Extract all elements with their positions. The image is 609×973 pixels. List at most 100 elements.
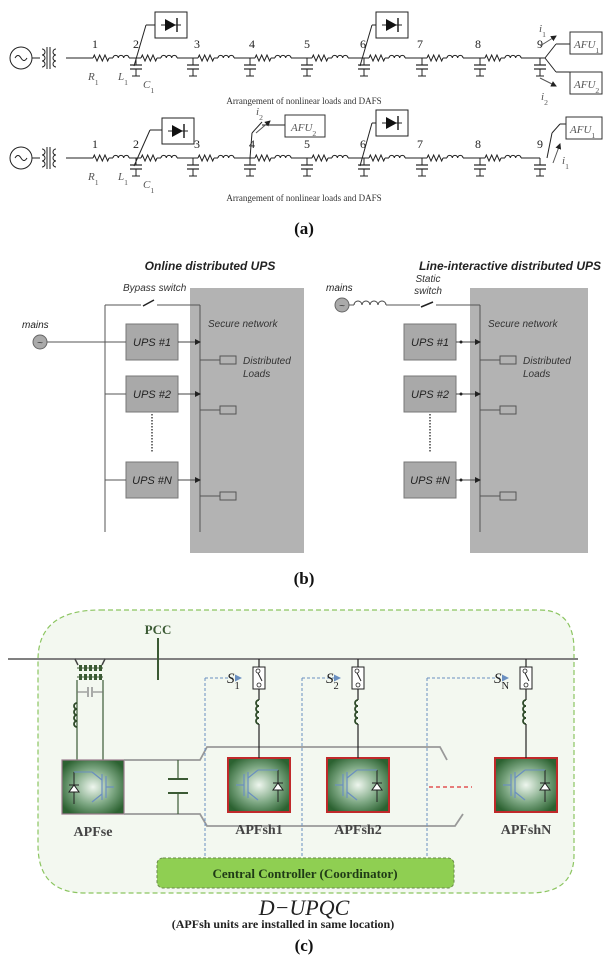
node-label: 3	[194, 137, 200, 151]
switch-contact	[256, 682, 262, 688]
wire	[346, 769, 358, 779]
dupqc-note: (APFsh units are installed in same locat…	[172, 917, 394, 931]
switch-label-2: S2	[326, 671, 339, 692]
apfsh1-label: APFsh1	[235, 823, 282, 838]
wire	[101, 658, 106, 666]
bypass-switch-icon	[142, 299, 155, 307]
ups-box	[403, 461, 457, 499]
current-arrow	[539, 77, 557, 87]
switch-blade	[257, 672, 263, 682]
inductor-symbol	[217, 154, 235, 159]
node-label: 4	[249, 37, 255, 51]
ups-label: UPS #2	[411, 389, 449, 401]
secure-network-label: Secure network	[488, 319, 558, 330]
resistor-symbol	[197, 153, 215, 163]
mains-label: mains	[326, 283, 353, 294]
secure-network-area	[190, 288, 304, 553]
wire	[514, 769, 526, 779]
node-label: 5	[304, 137, 310, 151]
node-label: 7	[417, 137, 423, 151]
inductor-symbol	[446, 54, 464, 59]
mains-label: mains	[22, 320, 49, 331]
apfsh3-label: APFshN	[501, 823, 552, 838]
resistor-symbol	[254, 153, 272, 163]
inductor-coil	[377, 300, 387, 306]
c1-label: C1	[143, 179, 154, 195]
node-label: 4	[249, 137, 255, 151]
current-arrow	[539, 35, 557, 47]
inductor-symbol	[274, 54, 292, 59]
loads-label-1: Distributed	[243, 356, 291, 367]
load-lead	[133, 129, 151, 167]
static-switch-icon	[420, 301, 434, 308]
inductor-symbol	[160, 54, 178, 59]
distributed-load-box	[219, 355, 237, 365]
transformer-coil	[52, 48, 57, 56]
panel-a-caption: (a)	[294, 219, 314, 238]
diode-icon	[371, 782, 383, 791]
igbt-icon	[503, 769, 551, 802]
afu1-label: AFU1	[569, 124, 595, 140]
inductor-coil	[361, 300, 371, 306]
ups-box	[125, 461, 179, 499]
resistor-symbol	[311, 53, 329, 63]
wire	[544, 57, 557, 73]
central-controller-label: Central Controller (Coordinator)	[212, 866, 397, 881]
node-label: 2	[133, 137, 139, 151]
inductor-symbol	[504, 154, 522, 159]
resistor-symbol	[92, 153, 110, 163]
wire	[247, 769, 259, 779]
afu2-box	[284, 114, 326, 138]
switch-contact	[255, 668, 261, 674]
inductor-symbol	[112, 154, 130, 159]
distributed-load-box	[499, 405, 517, 415]
afu2-box	[569, 71, 603, 95]
r1-label: R1	[87, 171, 99, 187]
pcc-label: PCC	[145, 622, 172, 637]
mains-tilde: ~	[339, 301, 345, 312]
node-label: 7	[417, 37, 423, 51]
distributed-load-box	[499, 355, 517, 365]
row1-subtitle: Arrangement of nonlinear loads and DAFS	[226, 96, 381, 106]
transformer-coil	[52, 60, 57, 68]
switch-label-1: S1	[227, 671, 240, 692]
load-lead	[359, 122, 373, 167]
node-label: 2	[133, 37, 139, 51]
loads-label-2: Loads	[243, 369, 270, 380]
wire	[546, 132, 553, 159]
inductor-symbol	[274, 154, 292, 159]
r1-label: R1	[87, 71, 99, 87]
row2-subtitle: Arrangement of nonlinear loads and DAFS	[226, 193, 381, 203]
node-label: 9	[537, 37, 543, 51]
bypass-switch-label: Bypass switch	[123, 283, 187, 294]
diode-icon	[386, 19, 397, 31]
distributed-load-box	[219, 491, 237, 501]
resistor-symbol	[311, 153, 329, 163]
transformer-coil	[52, 160, 57, 168]
transformer-coil	[41, 148, 46, 156]
resistor-symbol	[426, 53, 444, 63]
inductor-symbol	[331, 54, 349, 59]
ups-box	[403, 375, 457, 413]
diode-icon	[386, 117, 397, 129]
inductor-coil	[369, 300, 379, 306]
afu1-box	[569, 31, 603, 55]
inductor-symbol	[112, 54, 130, 59]
switch-blade	[524, 672, 530, 682]
transformer-coil	[52, 148, 57, 156]
current-arrow	[255, 120, 271, 134]
wire	[346, 791, 358, 801]
wire	[91, 771, 103, 781]
switch-contact	[523, 682, 529, 688]
load-lead	[359, 24, 373, 67]
c1-label: C1	[143, 79, 154, 95]
loads-label-2: Loads	[523, 369, 550, 380]
static-switch-label-2: switch	[414, 286, 442, 297]
dc-link-top	[124, 746, 448, 761]
inductor-symbol	[331, 154, 349, 159]
afu2-label: AFU2	[290, 122, 316, 138]
load-lead	[133, 24, 147, 67]
